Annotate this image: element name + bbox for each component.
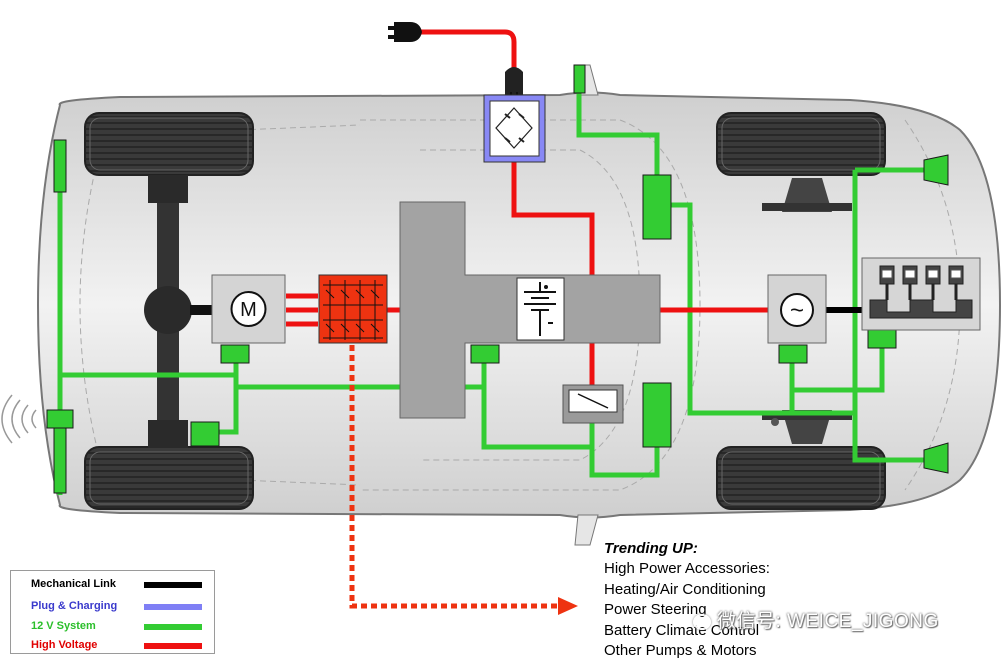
trend-item: Battery Climate Control (604, 621, 760, 639)
inverter (318, 274, 388, 344)
legend-swatch (144, 643, 202, 649)
trend-item: High Power Accessories: (604, 560, 770, 577)
legend-swatch (144, 624, 202, 630)
motor-symbol: M (240, 299, 257, 321)
generator (767, 274, 827, 344)
wheel-front-left (716, 112, 886, 176)
legend-item-plug-charging: Plug & Charging (11, 598, 214, 616)
trend-arrow (349, 345, 578, 615)
charging-plug-icon (388, 22, 422, 42)
legend: Mechanical Link Plug & Charging 12 V Sys… (10, 570, 215, 654)
watermark-text: 微信号: WEICE_JIGONG (717, 611, 939, 632)
trend-item: Heating/Air Conditioning (604, 580, 766, 598)
legend-item-mechanical: Mechanical Link (11, 576, 214, 594)
legend-item-high-voltage: High Voltage (11, 637, 214, 655)
dc-dc-converter (562, 384, 624, 424)
wechat-icon (693, 613, 711, 630)
charger-rectifier (483, 94, 546, 163)
engine (861, 257, 981, 331)
trend-list: Trending UP: High Power Accessories: Hea… (604, 539, 770, 662)
wheel-front-right (716, 446, 886, 510)
trend-item: Power Steering (604, 601, 707, 619)
twelve-volt-components (46, 64, 949, 494)
motor (211, 274, 286, 344)
legend-label: Plug & Charging (31, 600, 118, 612)
wheel-rear-left (84, 112, 254, 176)
battery-pack (399, 201, 661, 419)
legend-item-12v: 12 V System (11, 618, 214, 636)
legend-label: 12 V System (31, 620, 96, 632)
charger-connector (505, 67, 523, 98)
legend-label: Mechanical Link (31, 578, 116, 590)
wheel-rear-right (84, 446, 254, 510)
legend-swatch (144, 582, 202, 588)
watermark: 微信号: WEICE_JIGONG (693, 606, 939, 633)
legend-label: High Voltage (31, 639, 98, 651)
antenna-waves-icon (1, 394, 37, 444)
trend-title: Trending UP: (604, 540, 698, 557)
legend-swatch (144, 604, 202, 610)
rear-axle (144, 175, 212, 448)
front-suspension (762, 178, 852, 444)
trend-item: Other Pumps & Motors (604, 642, 757, 660)
generator-symbol: ~ (790, 297, 804, 324)
wiring-high-voltage (286, 29, 768, 385)
